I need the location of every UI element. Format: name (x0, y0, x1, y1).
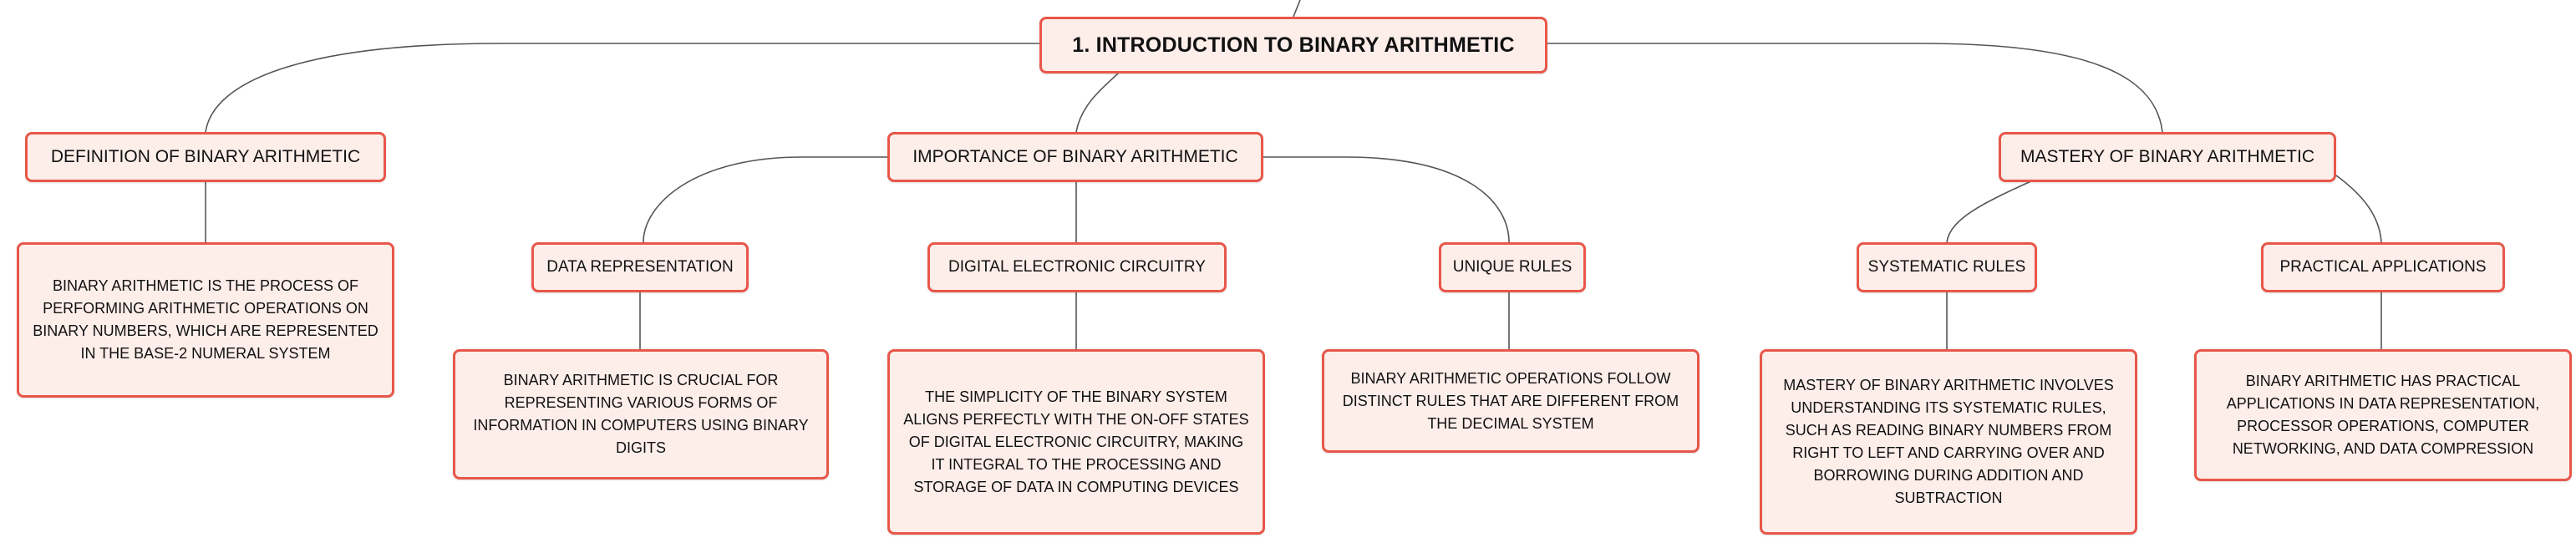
subtopic-digital-electronic-circuitry[interactable]: DIGITAL ELECTRONIC CIRCUITRY (927, 242, 1227, 292)
circuitry-detail[interactable]: THE SIMPLICITY OF THE BINARY SYSTEM ALIG… (887, 349, 1265, 535)
connector-root-mastery (1547, 43, 2163, 133)
data-representation-detail[interactable]: BINARY ARITHMETIC IS CRUCIAL FOR REPRESE… (453, 349, 829, 480)
connector-mastery-systematic (1946, 175, 2045, 243)
subtopic-data-representation[interactable]: DATA REPRESENTATION (531, 242, 749, 292)
connector-importance-unique (1263, 156, 1510, 243)
subtopic-practical-applications[interactable]: PRACTICAL APPLICATIONS (2261, 242, 2505, 292)
systematic-rules-detail-text: MASTERY OF BINARY ARITHMETIC INVOLVES UN… (1783, 377, 2114, 506)
root-label: 1. INTRODUCTION TO BINARY ARITHMETIC (1072, 33, 1515, 57)
topic-definition-label: DEFINITION OF BINARY ARITHMETIC (50, 147, 361, 166)
connector-mastery-practical (2335, 175, 2382, 243)
practical-applications-detail[interactable]: BINARY ARITHMETIC HAS PRACTICAL APPLICAT… (2194, 349, 2572, 481)
topic-mastery-label: MASTERY OF BINARY ARITHMETIC (2020, 147, 2315, 166)
definition-detail[interactable]: BINARY ARITHMETIC IS THE PROCESS OF PERF… (17, 242, 394, 398)
topic-importance-label: IMPORTANCE OF BINARY ARITHMETIC (912, 147, 1238, 166)
definition-detail-text: BINARY ARITHMETIC IS THE PROCESS OF PERF… (33, 277, 379, 362)
connector-root-importance (1075, 73, 1119, 133)
subtopic-systematic-rules-label: SYSTEMATIC RULES (1867, 258, 2026, 276)
subtopic-practical-applications-label: PRACTICAL APPLICATIONS (2279, 258, 2487, 276)
subtopic-unique-rules[interactable]: UNIQUE RULES (1439, 242, 1586, 292)
data-representation-detail-text: BINARY ARITHMETIC IS CRUCIAL FOR REPRESE… (473, 372, 809, 456)
unique-rules-detail-text: BINARY ARITHMETIC OPERATIONS FOLLOW DIST… (1342, 369, 1679, 432)
subtopic-systematic-rules[interactable]: SYSTEMATIC RULES (1857, 242, 2037, 292)
connector-importance-data (643, 156, 887, 243)
subtopic-unique-rules-label: UNIQUE RULES (1452, 258, 1573, 276)
root-node[interactable]: 1. INTRODUCTION TO BINARY ARITHMETIC (1039, 17, 1547, 74)
subtopic-data-representation-label: DATA REPRESENTATION (546, 258, 734, 276)
topic-definition[interactable]: DEFINITION OF BINARY ARITHMETIC (25, 132, 386, 182)
circuitry-detail-text: THE SIMPLICITY OF THE BINARY SYSTEM ALIG… (903, 388, 1249, 495)
practical-applications-detail-text: BINARY ARITHMETIC HAS PRACTICAL APPLICAT… (2226, 373, 2540, 457)
topic-mastery[interactable]: MASTERY OF BINARY ARITHMETIC (1999, 132, 2336, 182)
subtopic-circuitry-label: DIGITAL ELECTRONIC CIRCUITRY (948, 258, 1206, 276)
systematic-rules-detail[interactable]: MASTERY OF BINARY ARITHMETIC INVOLVES UN… (1760, 349, 2137, 535)
connector-root-parent (1293, 0, 1301, 18)
topic-importance[interactable]: IMPORTANCE OF BINARY ARITHMETIC (887, 132, 1263, 182)
connector-root-definition (205, 43, 1039, 133)
unique-rules-detail[interactable]: BINARY ARITHMETIC OPERATIONS FOLLOW DIST… (1322, 349, 1700, 453)
